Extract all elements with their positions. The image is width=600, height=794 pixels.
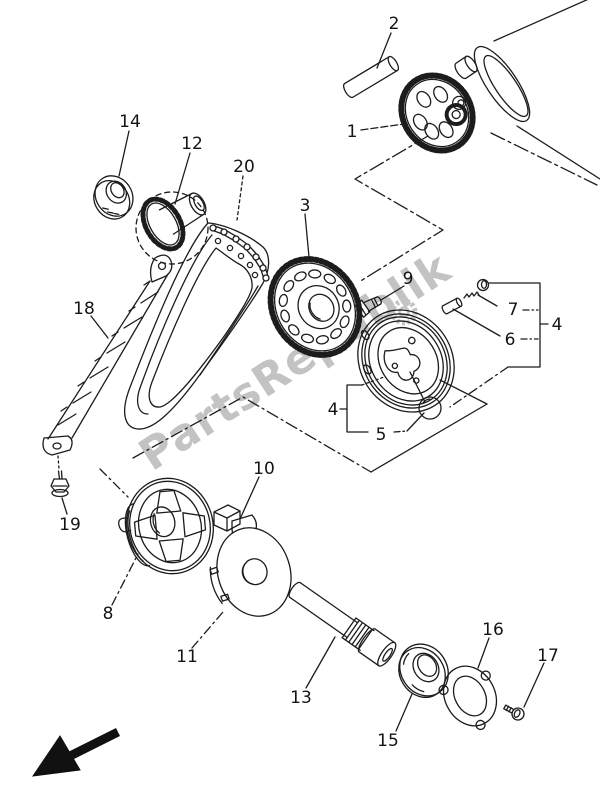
bearing-15: [388, 635, 458, 706]
callout-2: 2: [389, 14, 400, 34]
callout-14: 14: [119, 112, 141, 132]
roller-ball-5: [419, 397, 441, 419]
starter-motor: [453, 0, 600, 179]
drive-plate: [199, 518, 302, 628]
callout-labels: 1 2 3 4 4 5 6 7 8 9 10 11 12 13 14 15 16…: [59, 14, 562, 751]
screw-17: [502, 702, 526, 722]
callout-15: 15: [377, 731, 399, 751]
callout-1: 1: [347, 122, 358, 142]
callout-9: 9: [403, 269, 414, 289]
callout-8: 8: [103, 604, 114, 624]
callout-5: 5: [376, 425, 387, 445]
callout-3: 3: [300, 196, 311, 216]
lock-plate: [433, 655, 511, 738]
pin-6: [441, 297, 463, 314]
starter-clutch-housing: [339, 291, 474, 430]
callout-4b: 4: [328, 400, 339, 420]
cam-chain: [125, 223, 269, 429]
callout-19: 19: [59, 515, 81, 535]
screw-7: [464, 280, 489, 299]
housing-roller-leader: [410, 372, 425, 402]
callout-10: 10: [253, 459, 275, 479]
callout-bracket-left: [340, 377, 424, 432]
chain-guide: [43, 255, 172, 455]
drum-spokes: [125, 481, 215, 571]
callout-bracket-right: [450, 283, 548, 407]
motor-boss: [453, 54, 480, 80]
clutch-drum: [110, 469, 224, 586]
bearing-14: [85, 169, 141, 226]
guide-bolt-19: [51, 456, 69, 497]
callout-18: 18: [73, 299, 95, 319]
chain-links: [210, 225, 269, 281]
starter-clutch-sprocket: [253, 242, 377, 371]
starter-drive-gear: [387, 62, 487, 165]
orientation-arrow-icon: [33, 732, 118, 776]
callout-11: 11: [176, 647, 198, 667]
callout-17: 17: [537, 646, 559, 666]
bolt-9: [355, 293, 385, 319]
drum-tab: [117, 517, 130, 533]
starter-idle-gear: [135, 177, 217, 264]
leader-lines: [62, 33, 544, 731]
callout-13: 13: [290, 688, 312, 708]
axis-lines: [100, 133, 597, 497]
callout-20: 20: [233, 157, 255, 177]
callout-6: 6: [505, 330, 516, 350]
dowel-pin: [342, 55, 401, 99]
callout-7: 7: [508, 300, 519, 320]
roller-ball-highlight: [423, 399, 430, 403]
callout-12: 12: [181, 134, 203, 154]
drive-shaft: [284, 577, 399, 669]
callout-4: 4: [552, 315, 563, 335]
sprocket-hole-ring: [265, 256, 365, 358]
callout-16: 16: [482, 620, 504, 640]
